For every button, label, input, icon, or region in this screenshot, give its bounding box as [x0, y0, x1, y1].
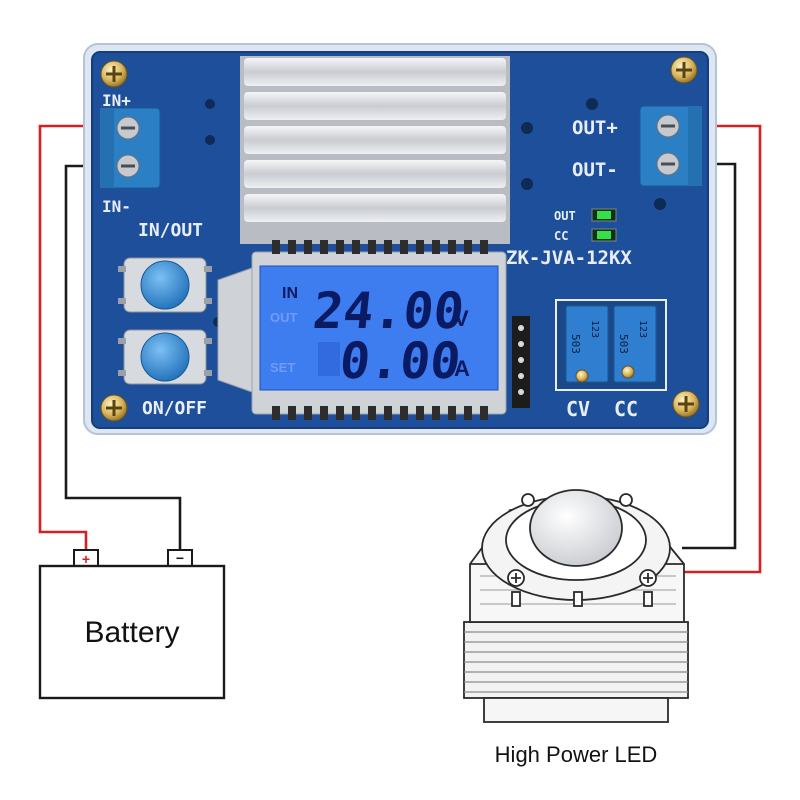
model-label: ZK-JVA-12KX: [506, 247, 632, 269]
lcd-out-indicator: OUT: [270, 310, 298, 325]
lcd-screen: [259, 265, 499, 391]
pot-cv-sub: 123: [589, 320, 600, 338]
battery: + − Battery: [38, 549, 226, 700]
converter-module: IN+ IN- OUT+ OUT- OUT CC ZK-JVA-12KX IN/…: [83, 43, 717, 435]
lcd-display: IN OUT SET 24.00 V 0.00 A: [217, 240, 507, 420]
lcd-voltage-unit: V: [454, 306, 469, 331]
screw-icon: [672, 390, 700, 418]
battery-plus-symbol: +: [82, 551, 90, 567]
lcd-in-indicator: IN: [282, 285, 298, 302]
lcd-set-indicator: SET: [270, 360, 295, 375]
wire-negative-input: [64, 164, 182, 550]
wire-positive-input: [38, 124, 112, 550]
in-out-button[interactable]: [118, 257, 212, 313]
pot-cv-value: 503: [569, 334, 582, 354]
wire-positive-output: [682, 124, 762, 574]
lcd-voltage-reading: 24.00: [310, 281, 467, 340]
battery-label: Battery: [84, 616, 179, 649]
in-out-button-label: IN/OUT: [138, 220, 203, 241]
cc-label: CC: [614, 397, 638, 421]
out-plus-label: OUT+: [572, 117, 618, 139]
led-dome: [529, 489, 623, 567]
led-cc-label: CC: [554, 229, 568, 243]
screw-icon: [670, 56, 698, 84]
cv-potentiometer[interactable]: 503 123: [565, 305, 609, 383]
cc-potentiometer[interactable]: 503 123: [613, 305, 657, 383]
screw-icon: [100, 60, 128, 88]
on-off-button[interactable]: [118, 329, 212, 385]
high-power-led: [463, 489, 689, 723]
battery-body: [38, 564, 226, 700]
wires: [38, 124, 762, 574]
battery-minus-symbol: −: [176, 550, 184, 566]
screw-icon: [100, 394, 128, 422]
input-terminal[interactable]: [99, 107, 161, 189]
in-minus-label: IN-: [102, 197, 131, 216]
pin-header: [512, 316, 530, 408]
cv-label: CV: [566, 397, 590, 421]
led-out-label: OUT: [554, 209, 576, 223]
lcd-current-reading: 0.00: [337, 331, 464, 390]
lcd-current-unit: A: [454, 356, 470, 381]
on-off-button-label: ON/OFF: [142, 398, 207, 419]
pot-cc-sub: 123: [637, 320, 648, 338]
heatsink: [240, 56, 510, 244]
in-plus-label: IN+: [102, 91, 131, 110]
out-minus-label: OUT-: [572, 159, 618, 181]
output-terminal[interactable]: [639, 105, 703, 187]
pot-cc-value: 503: [617, 334, 630, 354]
wire-negative-output: [682, 162, 737, 550]
led-load-label: High Power LED: [495, 742, 658, 767]
